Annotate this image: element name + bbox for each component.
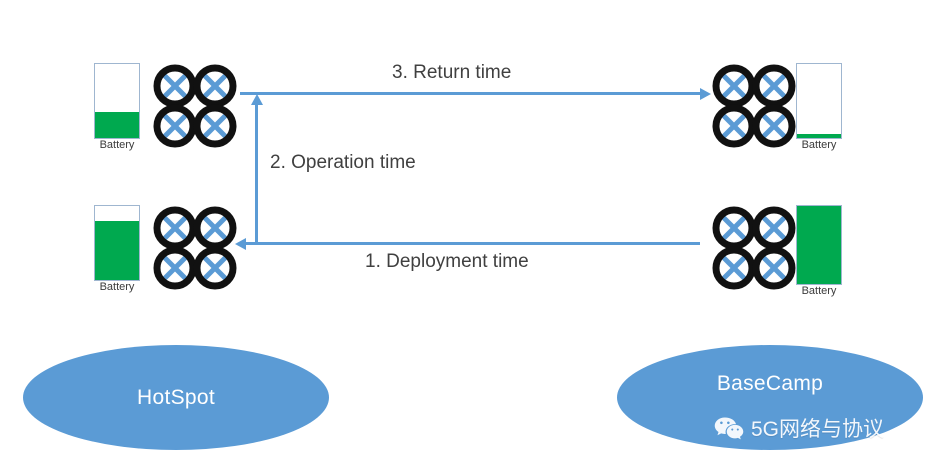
battery-fill-bottom-right	[797, 206, 841, 284]
arrow-operation-time	[250, 94, 263, 243]
node-basecamp-label: BaseCamp	[716, 371, 824, 395]
arrowhead-left-icon	[235, 237, 246, 250]
arrowhead-up-icon	[250, 94, 263, 105]
drone-icon	[712, 206, 796, 290]
drone-top-right	[710, 62, 798, 155]
arrow-return-time	[240, 87, 711, 100]
wechat-watermark-text: 5G网络与协议	[751, 418, 885, 441]
battery-label-top-right: Battery	[801, 139, 837, 151]
battery-top-right: Battery	[796, 63, 842, 151]
battery-fill-top-right	[797, 134, 841, 138]
battery-label-bottom-left: Battery	[99, 281, 135, 293]
drone-top-left	[151, 62, 239, 155]
drone-icon	[153, 206, 237, 290]
node-hotspot-label: HotSpot	[137, 385, 215, 409]
arrow-label-return-time: 3. Return time	[392, 62, 512, 83]
battery-label-bottom-right: Battery	[801, 285, 837, 297]
battery-bottom-left: Battery	[94, 205, 140, 293]
battery-bottom-right: Battery	[796, 205, 842, 297]
arrow-label-operation-time: 2. Operation time	[270, 152, 416, 173]
wechat-icon	[714, 416, 744, 439]
drone-bottom-right	[710, 204, 798, 297]
drone-bottom-left	[151, 204, 239, 297]
battery-label-top-left: Battery	[99, 139, 135, 151]
drone-icon	[153, 64, 237, 148]
arrow-deployment-time	[235, 237, 700, 250]
node-hotspot[interactable]: HotSpot	[23, 345, 329, 450]
node-basecamp[interactable]: BaseCamp	[617, 345, 923, 450]
arrow-label-deployment-time: 1. Deployment time	[365, 251, 529, 272]
arrowhead-right-icon	[700, 87, 711, 100]
wechat-watermark: 5G网络与协议	[714, 413, 884, 443]
battery-fill-top-left	[95, 112, 139, 138]
battery-fill-bottom-left	[95, 220, 139, 280]
battery-top-left: Battery	[94, 63, 140, 151]
drone-icon	[712, 64, 796, 148]
